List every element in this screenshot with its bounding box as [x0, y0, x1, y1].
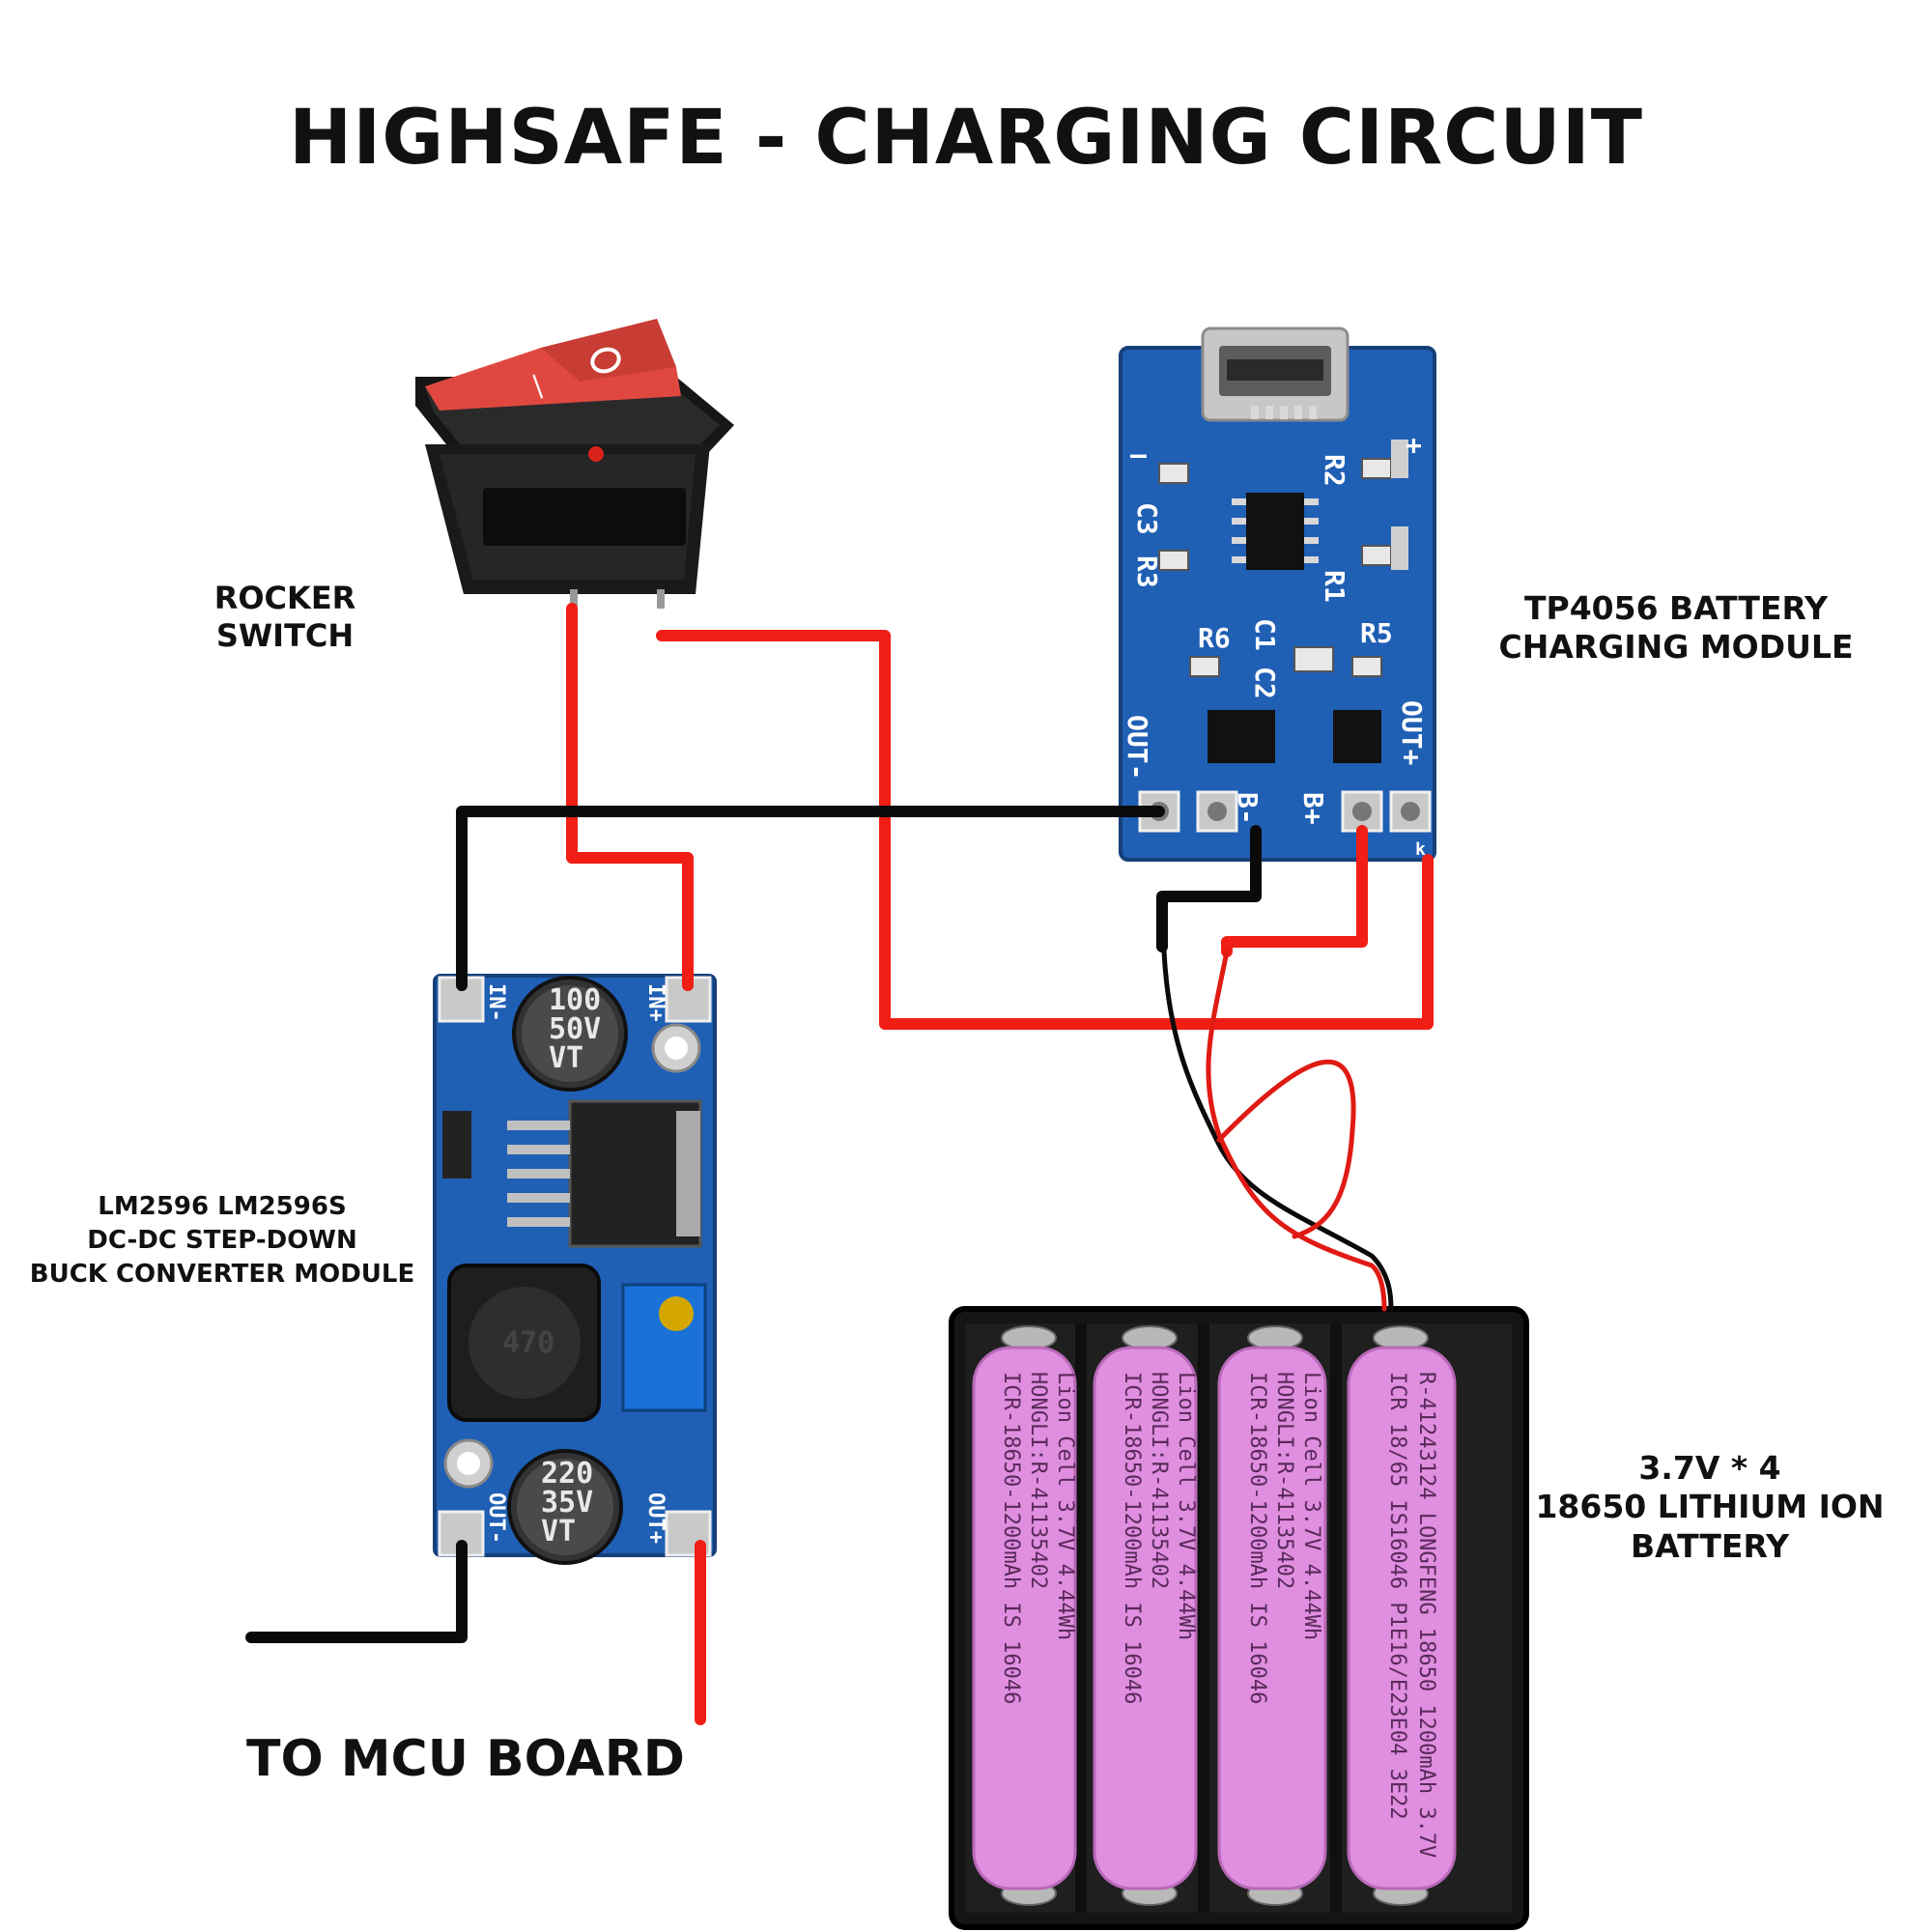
pin-b-plus: B+ [1297, 792, 1329, 825]
battery-cell-1: ICR-18650-1200mAh IS 16046 HONGLI:R-4113… [974, 1348, 1077, 1889]
pin-in-minus: IN- [484, 983, 508, 1022]
cell-2-line-1: ICR-18650-1200mAh IS 16046 [1120, 1372, 1144, 1704]
battery-lead-black [1164, 952, 1391, 1309]
cap-in-mark: VT [549, 1041, 583, 1075]
battery-lead-red [1208, 952, 1384, 1309]
cap-out-mark: VT [541, 1515, 576, 1548]
label-to-mcu-board: TO MCU BOARD [246, 1729, 700, 1790]
label-lm2596-line-3: BUCK CONVERTER MODULE [29, 1258, 415, 1292]
cell-1-line-3: Lion Cell 3.7V 4.44Wh [1053, 1372, 1077, 1640]
label-battery-line-3: BATTERY [1517, 1527, 1903, 1566]
label-battery: 3.7V * 4 18650 LITHIUM ION BATTERY [1517, 1449, 1903, 1566]
label-lm2596: LM2596 LM2596S DC-DC STEP-DOWN BUCK CONV… [29, 1190, 415, 1292]
wire-out-minus-to-mcu [251, 1546, 462, 1637]
cell-2-line-2: HONGLI:R-41135402 [1147, 1372, 1171, 1589]
inductor-value: 470 [502, 1326, 554, 1360]
label-rocker-line-1: ROCKER [174, 580, 396, 617]
cell-1-line-1: ICR-18650-1200mAh IS 16046 [999, 1372, 1023, 1704]
tp-plus-mark: + [1406, 429, 1422, 461]
cell-3-line-2: HONGLI:R-41135402 [1272, 1372, 1296, 1589]
battery-cell-4: ICR 18/65 IS16046 P1E16/E23E04 3E22 R-41… [1349, 1348, 1455, 1889]
cell-1-line-2: HONGLI:R-41135402 [1026, 1372, 1050, 1589]
pin-out-plus-lm: OUT+ [643, 1492, 668, 1544]
battery-cell-2: ICR-18650-1200mAh IS 16046 HONGLI:R-4113… [1094, 1348, 1198, 1889]
part-r1: R1 [1319, 570, 1350, 603]
part-r2: R2 [1319, 454, 1350, 487]
label-rocker-line-2: SWITCH [174, 617, 396, 655]
part-c3: C3 [1131, 502, 1163, 535]
pin-in-plus: IN+ [643, 983, 668, 1022]
pin-out-minus-lm: OUT- [484, 1492, 508, 1544]
cell-2-line-3: Lion Cell 3.7V 4.44Wh [1174, 1372, 1198, 1640]
pin-out-minus: OUT- [1122, 715, 1153, 780]
part-c1: C1 [1249, 618, 1281, 651]
label-lm2596-line-1: LM2596 LM2596S [29, 1190, 415, 1224]
cell-4-line-2: R-41243124 LONGFENG 18650 1200mAh 3.7V [1414, 1372, 1438, 1858]
cell-3-line-3: Lion Cell 3.7V 4.44Wh [1299, 1372, 1323, 1640]
tp4056-chip [1246, 493, 1304, 570]
pin-out-plus: OUT+ [1396, 700, 1428, 765]
battery-holder: ICR-18650-1200mAh IS 16046 HONGLI:R-4113… [952, 1309, 1526, 1927]
label-battery-line-2: 18650 LITHIUM ION [1517, 1488, 1903, 1526]
cell-4-line-1: ICR 18/65 IS16046 P1E16/E23E04 3E22 [1385, 1372, 1409, 1820]
tp-minus-mark: — [1130, 439, 1147, 470]
rocker-switch: | [415, 319, 734, 609]
label-tp4056-line-2: CHARGING MODULE [1488, 628, 1864, 667]
part-r5: R5 [1360, 617, 1393, 649]
part-r3: R3 [1131, 555, 1163, 588]
label-battery-line-1: 3.7V * 4 [1517, 1449, 1903, 1488]
part-r6: R6 [1198, 622, 1231, 654]
tp4056-module: — + C3 R3 R2 R1 R6 C1 C2 R5 OUT- B- B+ O… [1121, 328, 1435, 860]
wire-switch-to-in-plus [572, 609, 688, 985]
label-rocker-switch: ROCKER SWITCH [174, 580, 396, 655]
label-lm2596-line-2: DC-DC STEP-DOWN [29, 1224, 415, 1258]
part-c2: C2 [1249, 667, 1281, 699]
lm2596-module: 100 50V VT 470 220 [435, 976, 715, 1563]
cell-3-line-1: ICR-18650-1200mAh IS 16046 [1245, 1372, 1269, 1704]
label-tp4056: TP4056 BATTERY CHARGING MODULE [1488, 589, 1864, 668]
battery-cell-3: ICR-18650-1200mAh IS 16046 HONGLI:R-4113… [1219, 1348, 1325, 1889]
label-tp4056-line-1: TP4056 BATTERY [1488, 589, 1864, 628]
